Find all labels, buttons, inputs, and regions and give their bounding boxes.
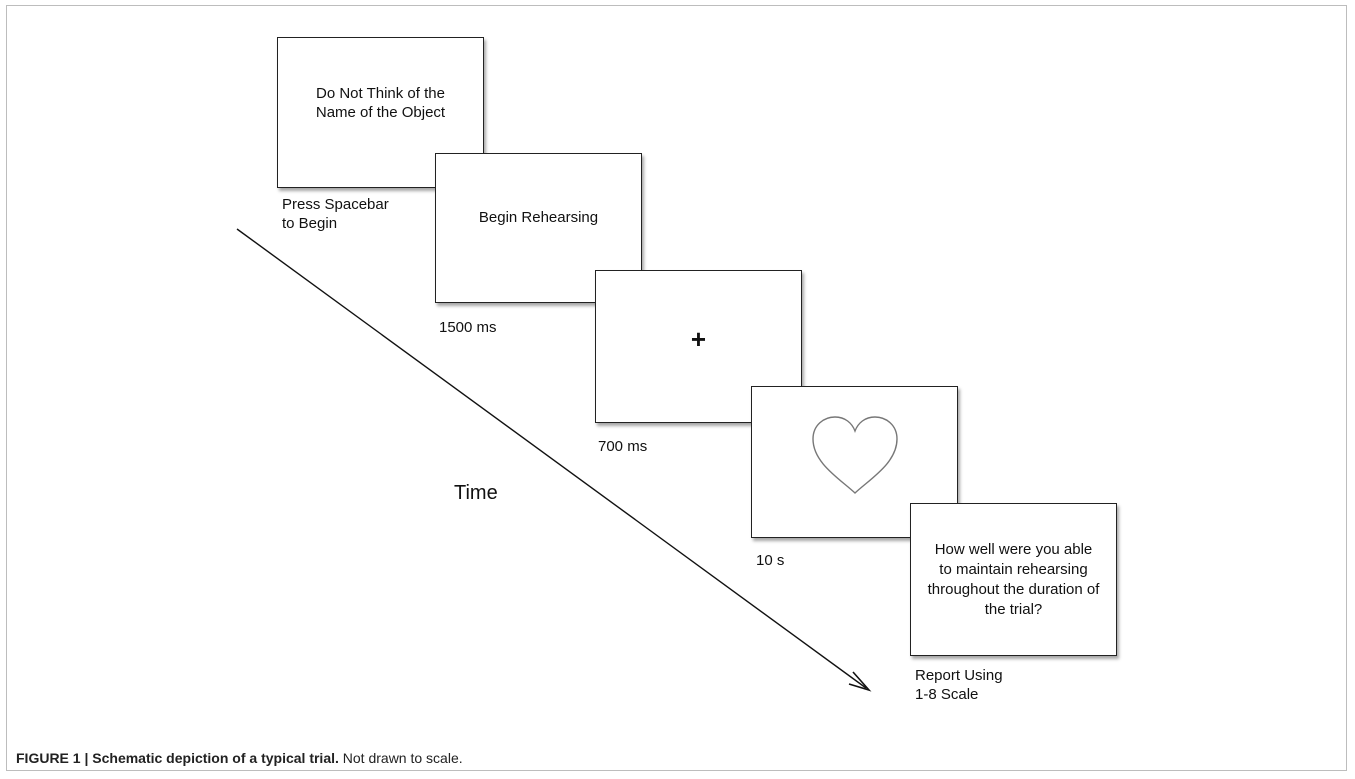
fixation-cross: + [690,324,707,354]
screen-instruction-label: Press Spacebar to Begin [282,196,389,232]
caption-note: Not drawn to scale. [338,750,463,766]
screen-fixation-label: 700 ms [598,438,648,455]
screen-rating-question-text: How well were you able to maintain rehea… [927,540,1100,618]
screen-instruction-text: Do Not Think of the Name of the Object [315,84,446,121]
screen-rating-question: How well were you able to maintain rehea… [910,503,1117,656]
heart-icon [811,416,898,494]
time-label: Time [454,482,498,504]
figure-frame [6,5,1347,771]
caption-title: FIGURE 1 | Schematic depiction of a typi… [16,750,339,766]
screen-rating-label: Report Using 1-8 Scale [915,667,1003,703]
screen-begin-rehearsing-text: Begin Rehearsing [478,208,599,226]
figure-caption: FIGURE 1 | Schematic depiction of a typi… [16,750,463,766]
screen-begin-rehearsing-label: 1500 ms [439,319,497,336]
screen-object-label: 10 s [756,552,785,569]
